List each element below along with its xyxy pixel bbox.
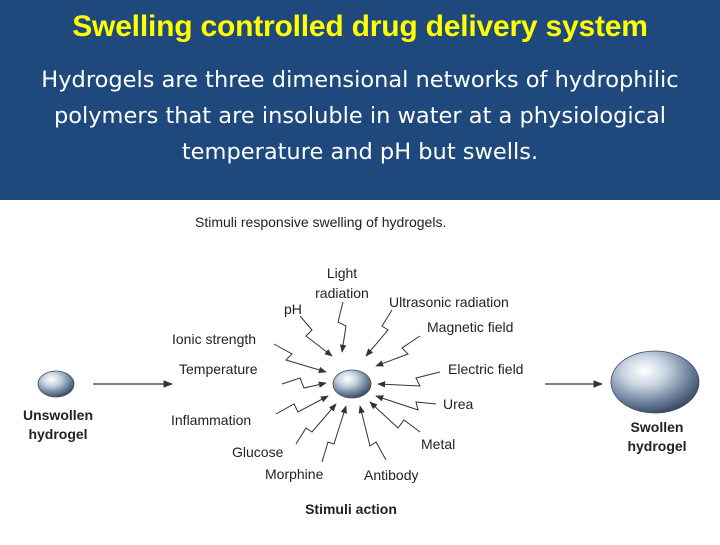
slide-title: Swelling controlled drug delivery system — [0, 10, 720, 44]
center-hydrogel-sphere — [333, 370, 371, 398]
antibody-arrow — [360, 406, 386, 460]
slide-body-text: Hydrogels are three dimensional networks… — [14, 62, 706, 170]
ph-arrow — [300, 316, 332, 356]
stimulus-ph: pH — [284, 301, 302, 317]
stimulus-morphine: Morphine — [265, 466, 324, 482]
header-banner: Swelling controlled drug delivery system… — [0, 0, 720, 200]
swollen-hydrogel-sphere — [611, 351, 699, 413]
ultrasonic-arrow — [366, 310, 392, 356]
stimulus-ionic: Ionic strength — [172, 331, 256, 347]
stimulus-antibody: Antibody — [364, 467, 418, 483]
stimuli-action-label: Stimuli action — [305, 501, 397, 517]
light-arrow — [338, 302, 346, 352]
stimuli-diagram: Stimuli responsive swelling of hydrogels… — [0, 200, 720, 540]
urea-arrow — [376, 396, 436, 410]
swollen-label-line2: hydrogel — [627, 438, 686, 454]
stimulus-light-line2: radiation — [315, 285, 369, 301]
unswollen-label-line2: hydrogel — [28, 426, 87, 442]
unswollen-hydrogel-sphere — [38, 371, 74, 397]
stimulus-temperature: Temperature — [179, 361, 258, 377]
diagram-svg: Stimuli responsive swelling of hydrogels… — [0, 200, 720, 540]
morphine-arrow — [322, 406, 346, 462]
stimulus-urea: Urea — [443, 396, 474, 412]
stimulus-magnetic: Magnetic field — [427, 319, 513, 335]
unswollen-label-line1: Unswollen — [23, 407, 93, 423]
stimulus-ultrasonic: Ultrasonic radiation — [389, 294, 509, 310]
stimulus-glucose: Glucose — [232, 444, 284, 460]
electric-arrow — [378, 372, 440, 386]
stimulus-inflammation: Inflammation — [171, 412, 251, 428]
ionic-arrow — [274, 344, 326, 372]
stimulus-electric: Electric field — [448, 361, 523, 377]
inflammation-arrow — [276, 396, 328, 414]
temperature-arrow — [282, 378, 326, 388]
magnetic-arrow — [376, 336, 420, 366]
figure-caption: Stimuli responsive swelling of hydrogels… — [195, 214, 446, 230]
swollen-label-line1: Swollen — [631, 419, 684, 435]
stimulus-metal: Metal — [421, 436, 455, 452]
stimulus-light-line1: Light — [327, 265, 357, 281]
metal-arrow — [370, 402, 420, 432]
